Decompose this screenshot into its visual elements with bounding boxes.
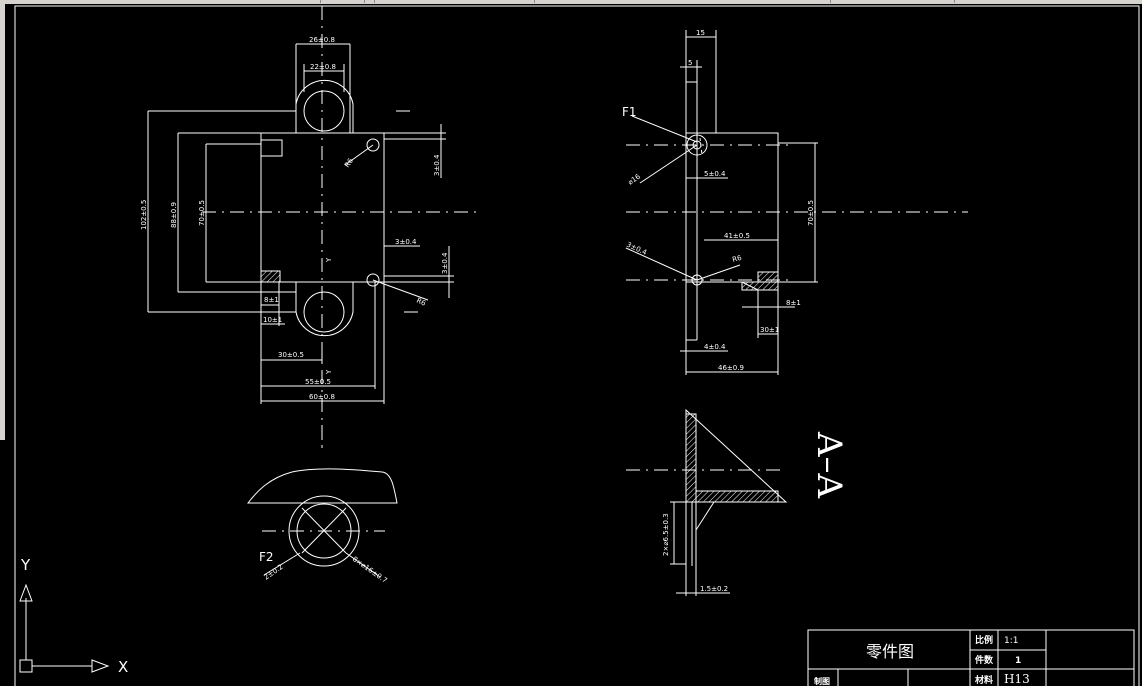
ucs-origin [19, 659, 33, 673]
leader-line [372, 279, 429, 301]
pin-hole-bottom [366, 273, 380, 287]
ucs-x-label: X [118, 658, 128, 676]
corner-notch [260, 139, 283, 157]
dim-2-detail: 2±0.2 [263, 563, 285, 582]
f2-label: F2 [259, 550, 274, 564]
dim-8: 8±1 [264, 296, 279, 304]
dim-3-top: 3±0.4 [433, 154, 441, 176]
dim-22: 22±0.8 [310, 63, 336, 71]
pin-hole-top [366, 138, 380, 152]
bottom-lug-hole [303, 291, 345, 333]
dim-4: 4±0.4 [704, 343, 726, 351]
leader-line [696, 264, 741, 281]
leader-line [344, 144, 374, 166]
radius-label: R6 [731, 254, 743, 264]
dim-3-mid: 3±0.4 [395, 238, 417, 246]
front-view: 26±0.8 22±0.8 102±0.5 88±0.9 70±0.5 3±0.… [140, 6, 482, 452]
material-value: H13 [1004, 672, 1030, 686]
dim-5b: 5±0.4 [704, 170, 726, 178]
detail-profile [246, 468, 398, 504]
dim-1_5-section: 1.5±0.2 [700, 585, 728, 593]
bottom-lug-outline [295, 282, 354, 337]
qty-value: 1 [1015, 656, 1021, 666]
dim-70-side: 70±0.5 [807, 200, 815, 226]
dim-55: 55±0.5 [305, 378, 331, 386]
scale-value: 1:1 [1004, 636, 1018, 646]
side-view: F1 15 5 ⌀16 5±0.4 41±0.5 70±0.5 3±0.4 8±… [622, 29, 968, 375]
ucs-y-label: Y [20, 556, 31, 574]
toolbar-segment [374, 0, 535, 3]
section-view: 2×⌀6.5±0.3 1.5±0.2 A–A [626, 408, 849, 596]
dim-70: 70±0.5 [198, 200, 206, 226]
hidden-line [699, 137, 703, 156]
leader-line [345, 552, 381, 578]
dim-60: 60±0.8 [309, 393, 335, 401]
f1-label: F1 [622, 105, 637, 119]
toolbar-segment [534, 0, 831, 3]
hatch-region [695, 490, 779, 503]
section-title: A–A [809, 431, 849, 499]
hatch-region [741, 281, 779, 291]
dim-30: 30±0.5 [278, 351, 304, 359]
gusset-triangle [685, 408, 788, 503]
left-scroll-edge [0, 4, 5, 440]
leader-line [639, 144, 698, 184]
title-block: 零件图 比例 1:1 件数 1 材料 H13 制图 [807, 629, 1135, 686]
dim-15: 15 [696, 29, 705, 37]
dim-41: 41±0.5 [724, 232, 750, 240]
y-marker: Y [325, 257, 333, 263]
drawing-border [14, 5, 1140, 686]
dim-3-side: 3±0.4 [625, 241, 648, 258]
leader-line [625, 247, 698, 281]
radius-label: R6 [415, 297, 427, 308]
dim-5: 5 [688, 59, 692, 67]
toolbar-segment [364, 0, 375, 3]
ucs-icon: Y X [19, 556, 128, 676]
scale-label: 比例 [975, 634, 993, 646]
y-marker: Y [325, 369, 333, 375]
weld-line [695, 501, 715, 531]
toolbar-segment [0, 0, 321, 3]
dim-88: 88±0.9 [170, 202, 178, 228]
dim-3-bottom: 3±0.4 [441, 252, 449, 274]
window-top-bar [0, 0, 1142, 4]
top-lug-hole [303, 90, 345, 132]
dim-30-side: 30±1 [760, 326, 779, 334]
dim-102: 102±0.5 [140, 200, 148, 230]
dim-dia: ⌀16 [627, 172, 643, 186]
hatch-region [685, 413, 697, 503]
toolbar-segment [830, 0, 955, 3]
front-view-body [260, 132, 385, 283]
dim-2-section: 2×⌀6.5±0.3 [662, 513, 670, 556]
drawn-label: 制图 [814, 676, 830, 686]
ucs-x-arrow [91, 659, 110, 673]
qty-label: 件数 [975, 654, 994, 666]
dim-10: 10±1 [263, 316, 282, 324]
dim-7-detail: 8×⌀16±0.7 [351, 555, 389, 585]
top-lug-outline [295, 79, 354, 133]
leader-line [631, 115, 698, 143]
title-block-frame [807, 629, 1135, 686]
dim-26: 26±0.8 [309, 36, 335, 44]
hatch-region [260, 270, 281, 283]
part-name: 零件图 [866, 642, 914, 661]
material-label: 材料 [974, 674, 993, 686]
toolbar-segment [320, 0, 365, 3]
ucs-y-arrow [19, 583, 33, 602]
detail-view: F2 2±0.2 8×⌀16±0.7 [246, 425, 398, 585]
dim-8-side: 8±1 [786, 299, 801, 307]
leader-line [263, 552, 301, 576]
dim-46: 46±0.9 [718, 364, 744, 372]
